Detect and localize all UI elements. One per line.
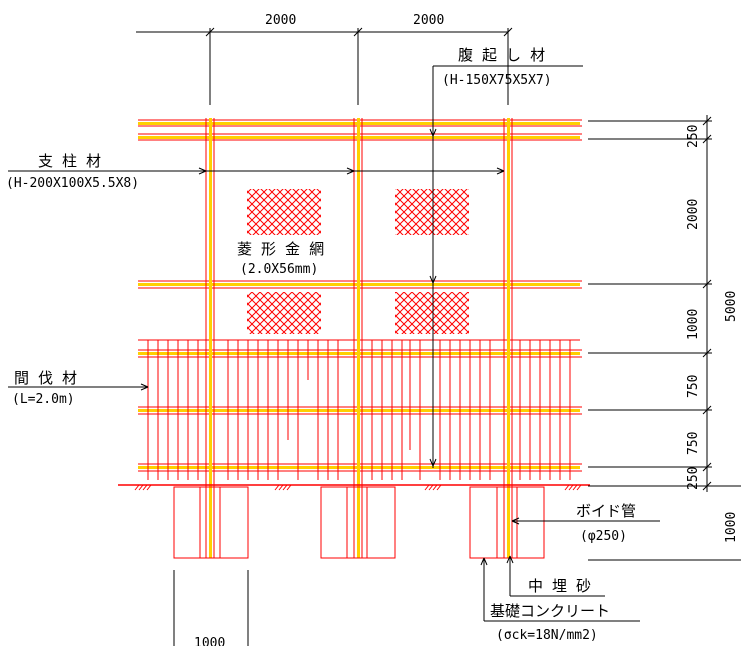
dim-right-upper: 2000	[686, 199, 701, 230]
foundation-label: 基礎コンクリート	[490, 602, 610, 620]
waler-spec: (H-150X75X5X7)	[442, 73, 552, 88]
dim-right-middle: 1000	[686, 309, 701, 340]
dim-foundation-depth: 1000	[724, 512, 739, 543]
mesh-panels	[247, 189, 469, 334]
dim-right-top: 250	[686, 125, 701, 148]
void-pipe-spec: (φ250)	[580, 529, 627, 544]
posts	[205, 118, 513, 558]
dim-top-span-1: 2000	[265, 13, 296, 28]
backfill-label: 中 埋 砂	[528, 577, 591, 595]
leader-lines	[8, 65, 660, 646]
lagging-spec: (L=2.0m)	[12, 392, 75, 407]
dim-right-bottom: 250	[686, 467, 701, 490]
mesh-spec: (2.0X56mm)	[240, 262, 318, 277]
dim-top-span-2: 2000	[413, 13, 444, 28]
lagging-label: 間 伐 材	[14, 369, 77, 387]
ground-line	[118, 484, 590, 491]
dim-right-lower-1: 750	[686, 375, 701, 398]
post-label: 支 柱 材	[38, 152, 101, 170]
post-spec: (H-200X100X5.5X8)	[6, 176, 139, 191]
top-dimension	[136, 27, 513, 105]
dim-bottom-width: 1000	[194, 636, 225, 646]
waler-label: 腹 起 し 材	[458, 46, 545, 64]
void-pipe-label: ボイド管	[576, 502, 636, 520]
mesh-label: 菱 形 金 網	[237, 240, 324, 258]
foundations	[173, 486, 545, 559]
foundation-spec: (σck=18N/mm2)	[496, 628, 598, 643]
dim-right-lower-2: 750	[686, 432, 701, 455]
dim-right-total: 5000	[724, 291, 739, 322]
right-dimension-chain	[588, 115, 741, 561]
lagging-timbers	[138, 339, 580, 480]
